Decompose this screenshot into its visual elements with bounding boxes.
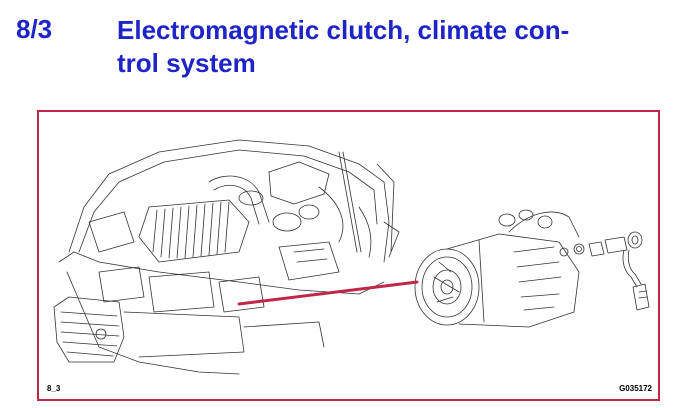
compressor-drawing [414,209,580,328]
section-number: 8/3 [16,14,53,44]
figure-reference-right: G035172 [619,384,652,393]
sensor-parts-drawing [559,231,650,311]
section-title-line-2: trol system [117,48,256,78]
pointer-line [237,280,419,306]
engine-bay-drawing [53,139,400,375]
section-title-line-1: Electromagnetic clutch, climate con- [117,15,570,45]
figure-frame: 8_3 G035172 [37,110,660,401]
section-title: Electromagnetic clutch, climate con- tro… [117,14,677,80]
figure-reference-left: 8_3 [47,384,61,393]
engine-compressor-illustration [53,139,650,375]
